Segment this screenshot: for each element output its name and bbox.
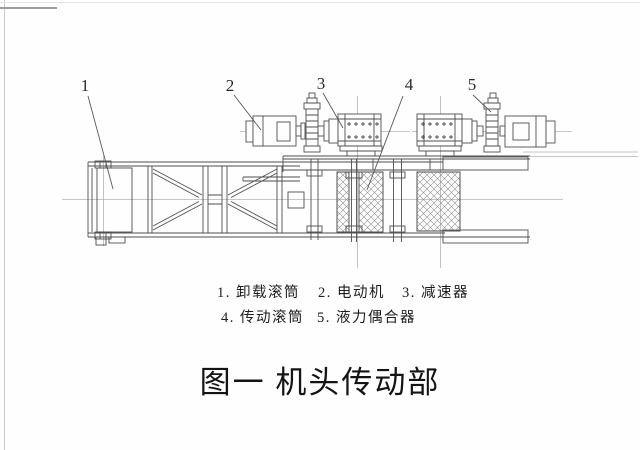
part-label-1: 1: [81, 76, 90, 95]
drive-drums: [306, 159, 461, 242]
legend-item-5: 5. 液力偶合器: [317, 310, 416, 326]
motor-left: [245, 115, 306, 147]
motor-right: [499, 115, 556, 148]
reducer-right: [416, 113, 484, 157]
drive-unit-right: [416, 92, 556, 157]
legend-item-1: 1. 卸载滚筒: [217, 285, 300, 301]
drive-unit-left: [245, 92, 383, 157]
legend-item-2: 2. 电动机: [318, 285, 385, 301]
page-corner-mark: [0, 7, 57, 9]
conveyor-frame: [87, 155, 530, 246]
part-label-2: 2: [226, 76, 235, 95]
page-top-edge: [0, 2, 640, 3]
leader-lines: [87, 92, 492, 191]
part-label-3: 3: [317, 74, 326, 93]
figure-caption: 图一 机头传动部: [199, 365, 441, 400]
part-label-4: 4: [405, 75, 414, 94]
page-left-edge: [4, 0, 5, 450]
part-labels: 1 2 3 4 5: [81, 74, 477, 95]
fluid-coupling-right: [483, 92, 501, 153]
unloading-drum: [94, 160, 133, 240]
part-label-5: 5: [468, 75, 477, 94]
legend-item-4: 4. 传动滚筒: [221, 310, 304, 326]
reducer-left: [317, 113, 383, 157]
fluid-coupling-left: [303, 92, 321, 153]
legend-item-3: 3. 减速器: [402, 285, 469, 301]
